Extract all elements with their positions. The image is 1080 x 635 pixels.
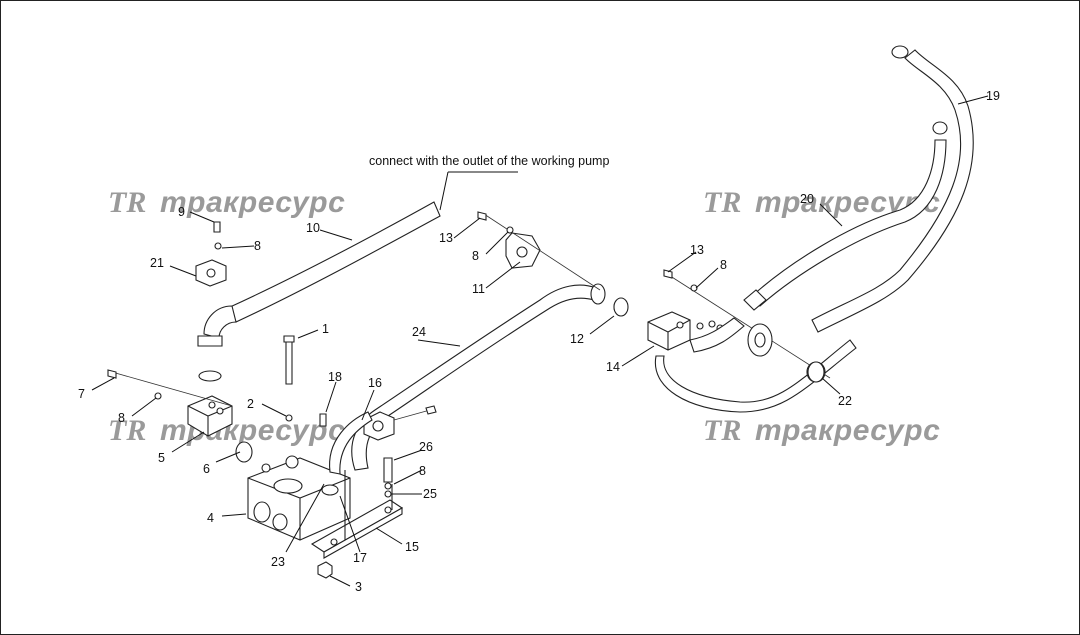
- flange-16: [363, 405, 437, 441]
- leader-lines: [91, 95, 989, 587]
- callout-13-a: 13: [439, 231, 453, 245]
- callout-26: 26: [419, 440, 433, 454]
- callout-10: 10: [306, 221, 320, 235]
- callout-8-d: 8: [720, 258, 727, 272]
- watermark-top-right: TR тракресурс: [703, 186, 940, 219]
- callout-25: 25: [423, 487, 437, 501]
- callout-4: 4: [207, 511, 214, 525]
- callout-7: 7: [78, 387, 85, 401]
- pipe-24: [351, 283, 627, 471]
- base-plate-15: [310, 470, 404, 559]
- watermark-logo: TR: [703, 414, 741, 447]
- watermark-text: тракресурс: [755, 414, 940, 447]
- callout-13-b: 13: [690, 243, 704, 257]
- callout-18: 18: [328, 370, 342, 384]
- callout-14: 14: [606, 360, 620, 374]
- callout-3: 3: [355, 580, 362, 594]
- watermark-logo: TR: [108, 186, 146, 219]
- watermark-logo: TR: [108, 414, 146, 447]
- callout-labels: 1 2 3 4 5 6 7 8 8 8 8 8 9 10 11 12 13 13…: [78, 89, 1000, 594]
- o-ring-12: [613, 297, 629, 317]
- callout-9: 9: [178, 205, 185, 219]
- watermark-top-left: TR тракресурс: [108, 186, 345, 219]
- callout-2: 2: [247, 397, 254, 411]
- callout-22: 22: [838, 394, 852, 408]
- watermark-bottom-right: TR тракресурс: [703, 414, 940, 447]
- bolts: [213, 221, 393, 579]
- callout-8-e: 8: [419, 464, 426, 478]
- clamp-21: [195, 259, 227, 287]
- callout-12: 12: [570, 332, 584, 346]
- flange-11: [477, 211, 601, 291]
- callout-6: 6: [203, 462, 210, 476]
- hose-20: [743, 121, 948, 311]
- callout-16: 16: [368, 376, 382, 390]
- block-14: [647, 269, 831, 379]
- callout-20: 20: [800, 192, 814, 206]
- block-5: [107, 369, 253, 463]
- callout-24: 24: [412, 325, 426, 339]
- callout-17: 17: [353, 551, 367, 565]
- callout-8-a: 8: [118, 411, 125, 425]
- callout-19: 19: [986, 89, 1000, 103]
- callout-8-b: 8: [254, 239, 261, 253]
- callout-15: 15: [405, 540, 419, 554]
- note-leader: [439, 171, 518, 211]
- pump-outlet-note: connect with the outlet of the working p…: [369, 154, 609, 168]
- watermark-text: тракресурс: [160, 186, 345, 219]
- hose-10: [197, 201, 441, 382]
- valve-body-4: [247, 455, 351, 541]
- callout-5: 5: [158, 451, 165, 465]
- watermark-logo: TR: [703, 186, 741, 219]
- o-ring-22: [807, 361, 825, 383]
- callout-23: 23: [271, 555, 285, 569]
- watermark-bottom-left: TR тракресурс: [108, 414, 345, 447]
- callout-1: 1: [322, 322, 329, 336]
- hose-19: [811, 45, 974, 333]
- callout-21: 21: [150, 256, 164, 270]
- ring-23: [321, 411, 373, 496]
- callout-11: 11: [472, 282, 485, 296]
- callout-8-c: 8: [472, 249, 479, 263]
